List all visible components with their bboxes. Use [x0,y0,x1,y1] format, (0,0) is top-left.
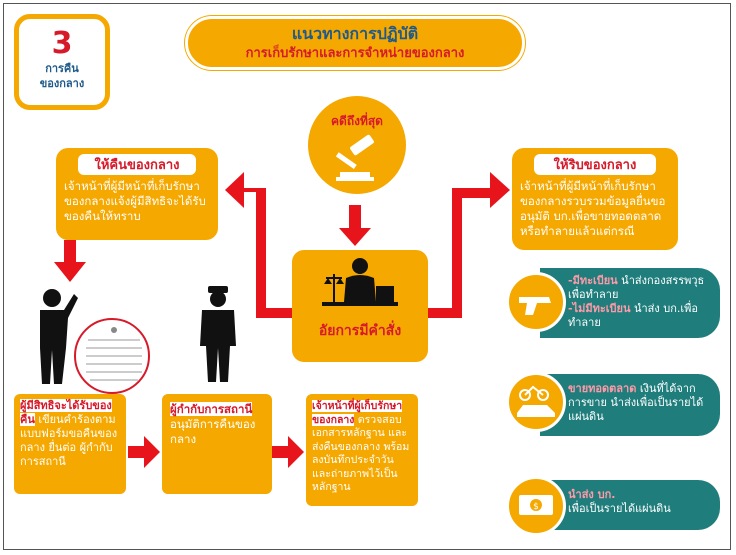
cash-option: นำส่ง บก. เพื่อเป็นรายได้แผ่นดิน [540,480,720,530]
arrow-to-confiscate-box [428,188,492,318]
weapons-unregistered-highlight: -ไม่มีทะเบียน [568,302,631,315]
claimant-box: ผู้มีสิทธิจะได้รับของคืน เขียนคำร้องตามแ… [14,394,126,494]
arrow-verdict-to-prosecutor [339,205,371,246]
weapons-registered-highlight: -มีทะเบียน [568,274,618,287]
prosecutor-icon [322,258,398,306]
page-subtitle: การเก็บรักษาและการจำหน่ายของกลาง [245,46,465,61]
auction-option: ขายทอดตลาด เงินที่ได้จากการขาย นำส่งเพื่… [540,374,720,436]
claimant-body: เขียนคำร้องตามแบบฟอร์มขอคืนของกลาง ยื่นต… [20,413,118,468]
auction-highlight: ขายทอดตลาด [568,382,637,395]
return-box-body: เจ้าหน้าที่ผู้มีหน้าที่เก็บรักษาของกลางแ… [64,179,206,223]
arrow-claimant-to-superintendent [128,436,160,468]
superintendent-box: ผู้กำกับการสถานีอนุมัติการคืนของกลาง [162,394,272,494]
money-icon: $ [519,495,553,515]
return-box: ให้คืนของกลาง เจ้าหน้าที่ผู้มีหน้าที่เก็… [56,148,218,240]
weapons-circle [506,272,566,332]
claimant-person-icon [40,289,78,384]
step-number: 3 [51,26,73,61]
auction-circle [506,372,566,432]
confiscate-box-header: ให้ริบของกลาง [534,154,656,175]
confiscate-box: ให้ริบของกลาง เจ้าหน้าที่ผู้มีหน้าที่เก็… [512,148,678,250]
officer-body: ตรวจสอบเอกสารหลักฐาน และส่งคืนของกลาง พร… [312,413,410,494]
prosecutor-box: อัยการมีคำสั่ง [292,250,428,362]
superintendent-body: อนุมัติการคืนของกลาง [170,417,256,446]
confiscate-box-body: เจ้าหน้าที่ผู้มีหน้าที่เก็บรักษาของกลางร… [520,179,666,238]
page-title: แนวทางการปฏิบัติ [291,24,419,43]
police-officer-icon [200,286,236,382]
step-badge: 3 การคืน ของกลาง [14,14,110,110]
cash-highlight: นำส่ง บก. [568,488,616,501]
superintendent-highlight: ผู้กำกับการสถานี [170,402,253,416]
cash-body: เพื่อเป็นรายได้แผ่นดิน [568,502,671,515]
request-form-image [74,318,150,394]
weapons-option: -มีทะเบียน นำส่งกองสรรพวุธเพื่อทำลาย -ไม… [540,268,720,338]
officer-box: เจ้าหน้าที่ผู้เก็บรักษาของกลาง ตรวจสอบเอ… [306,394,418,506]
step-label-line2: ของกลาง [39,77,85,90]
auction-body: เงินที่ได้จากการขาย นำส่งเพื่อเป็นรายได้… [568,382,704,423]
svg-text:$: $ [533,502,539,512]
arrow-superintendent-to-officer [272,436,304,468]
weapons-unregistered-body: นำส่ง บก.เพื่อทำลาย [568,302,698,329]
arrow-return-to-claimant [54,240,86,282]
return-box-header: ให้คืนของกลาง [78,154,196,175]
pistol-icon [519,297,551,315]
prosecutor-label: อัยการมีคำสั่ง [318,323,402,339]
cash-circle: $ [506,476,566,536]
arrow-to-return-box [230,177,292,318]
verdict-label: คดีถึงที่สุด [331,114,383,128]
step-label-line1: การคืน [45,62,79,75]
gavel-icon [335,134,374,181]
vehicle-icon [517,385,555,417]
verdict-circle: คดีถึงที่สุด [308,96,406,194]
title-pill: แนวทางการปฏิบัติ การเก็บรักษาและการจำหน่… [185,16,525,70]
weapons-registered-body: นำส่งกองสรรพวุธเพื่อทำลาย [568,274,705,301]
